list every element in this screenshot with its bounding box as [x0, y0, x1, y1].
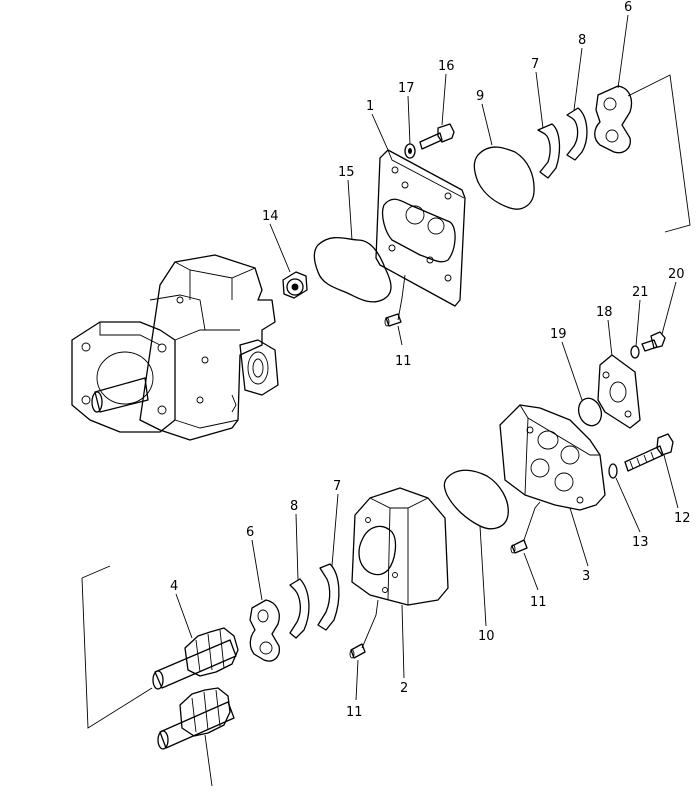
- callout-20: 20: [668, 267, 685, 282]
- part-18-flange: [597, 354, 641, 429]
- part-7-backup-ring-top: [537, 123, 561, 179]
- callout-8-bot: 8: [290, 499, 298, 514]
- part-13-washer: [608, 463, 618, 479]
- callout-labels: 6 8 7 9 16 17 1 15 14 11 20 21 18 19 12 …: [170, 0, 691, 720]
- part-8-seal-ring-bot: [289, 578, 310, 639]
- callout-7-top: 7: [531, 57, 539, 72]
- callout-13: 13: [632, 535, 649, 550]
- callout-7-bot: 7: [333, 479, 341, 494]
- callout-11-top: 11: [395, 354, 412, 369]
- part-11-dowel-pin-bot: [349, 643, 366, 659]
- pump-body-assembly: [71, 254, 279, 441]
- callout-1: 1: [366, 99, 374, 114]
- callout-10: 10: [478, 629, 495, 644]
- callout-16: 16: [438, 59, 455, 74]
- part-21-washer: [630, 345, 640, 359]
- callout-17: 17: [398, 81, 415, 96]
- part-11-dowel-pin-top: [384, 313, 402, 327]
- callout-19: 19: [550, 327, 567, 342]
- part-11-dowel-pin-mid: [510, 539, 528, 554]
- callout-12: 12: [674, 511, 691, 526]
- part-16-bolt: [419, 123, 455, 150]
- part-8-seal-ring-top: [566, 107, 588, 161]
- part-7-backup-ring-bot: [317, 563, 340, 631]
- part-15-gasket: [313, 236, 392, 303]
- callout-15: 15: [338, 165, 355, 180]
- callout-14: 14: [262, 209, 279, 224]
- callout-8-top: 8: [578, 33, 586, 48]
- part-17-washer: [404, 143, 416, 159]
- callout-9: 9: [476, 89, 484, 104]
- callout-6-top: 6: [624, 0, 632, 15]
- part-10-seal: [443, 469, 509, 530]
- callout-18: 18: [596, 305, 613, 320]
- part-14-bushing: [282, 271, 308, 299]
- part-12-bolt: [624, 433, 674, 472]
- callout-11-mid: 11: [530, 595, 547, 610]
- callout-6-bot: 6: [246, 525, 254, 540]
- callout-4: 4: [170, 579, 178, 594]
- part-1-cover-plate: [375, 149, 466, 307]
- part-19-o-ring: [577, 397, 603, 427]
- leader-lines: [81, 14, 691, 787]
- callout-21: 21: [632, 285, 649, 300]
- part-9-seal: [473, 146, 535, 210]
- part-2-gear-housing: [351, 487, 449, 606]
- part-4-gear-shaft-upper: [152, 627, 239, 690]
- part-6-plate-top: [594, 85, 633, 154]
- callout-3: 3: [582, 569, 590, 584]
- part-4-gear-shaft-lower: [157, 687, 235, 750]
- part-20-bolt: [641, 331, 666, 352]
- part-3-rear-housing: [499, 404, 606, 511]
- part-6-plate-bot: [249, 599, 280, 662]
- callout-2: 2: [400, 681, 408, 696]
- callout-11-bot: 11: [346, 705, 363, 720]
